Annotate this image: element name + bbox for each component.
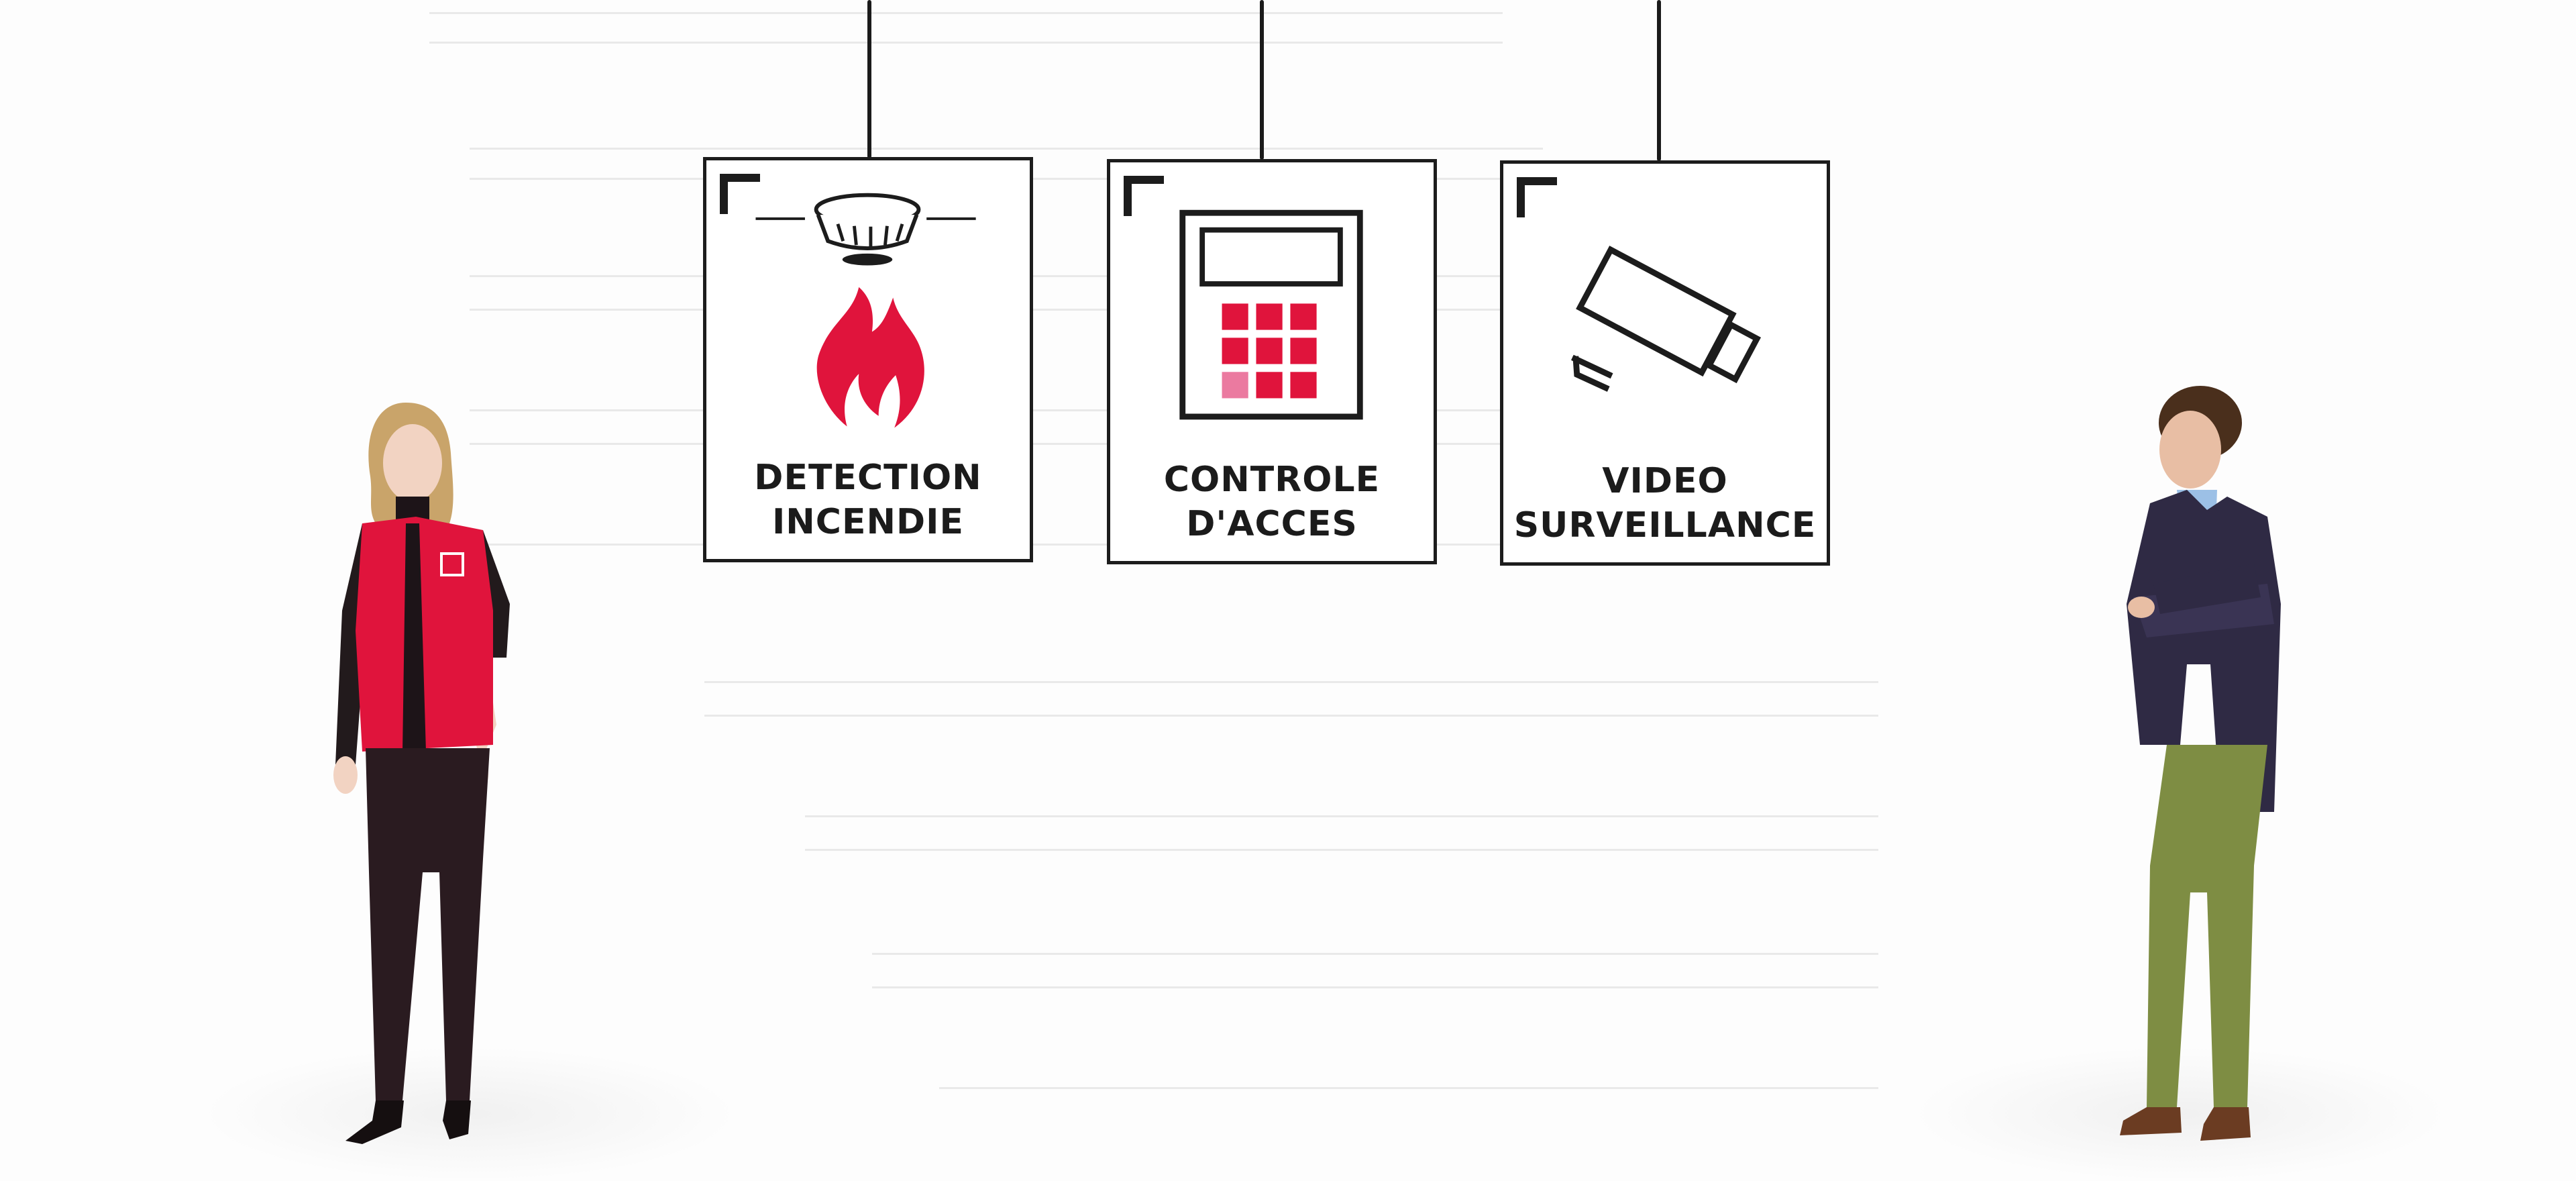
security-camera-icon [1571, 246, 1762, 392]
hanging-wire [1657, 0, 1661, 161]
wall-line [704, 715, 1878, 717]
panel-label: CONTROLE D'ACCES [1110, 458, 1434, 546]
panel-label-line2: INCENDIE [771, 502, 965, 542]
wall-line [939, 1087, 1878, 1089]
panel-label-line1: DETECTION [754, 458, 982, 498]
panel-label-line1: CONTROLE [1163, 460, 1381, 500]
wall-line [704, 681, 1878, 683]
man-figure [2120, 386, 2281, 1141]
panel-controle-acces: CONTROLE D'ACCES [1107, 159, 1437, 564]
panel-detection-incendie: DETECTION INCENDIE [703, 157, 1033, 562]
corner-bracket-icon [1124, 176, 1164, 216]
panel-label: DETECTION INCENDIE [706, 456, 1030, 544]
wall-line [872, 953, 1878, 955]
wall-line [805, 815, 1878, 817]
wall-line [470, 148, 1543, 150]
keypad-icon [1179, 209, 1363, 420]
corner-bracket-icon [720, 174, 760, 214]
hanging-wire [1260, 0, 1264, 160]
wall-line [805, 849, 1878, 851]
wall-line [429, 12, 1503, 14]
wall-line [429, 42, 1503, 44]
panel-video-surveillance: VIDEO SURVEILLANCE [1500, 160, 1830, 566]
smoke-detector-flame-icon [755, 193, 976, 428]
panel-label: VIDEO SURVEILLANCE [1503, 459, 1827, 548]
panel-label-line1: VIDEO [1602, 461, 1728, 501]
wall-line [872, 986, 1878, 988]
panel-label-line2: D'ACCES [1186, 504, 1358, 544]
corner-bracket-icon [1517, 177, 1557, 217]
woman-figure [333, 403, 510, 1144]
panel-label-line2: SURVEILLANCE [1513, 505, 1817, 546]
hanging-wire [867, 0, 871, 158]
